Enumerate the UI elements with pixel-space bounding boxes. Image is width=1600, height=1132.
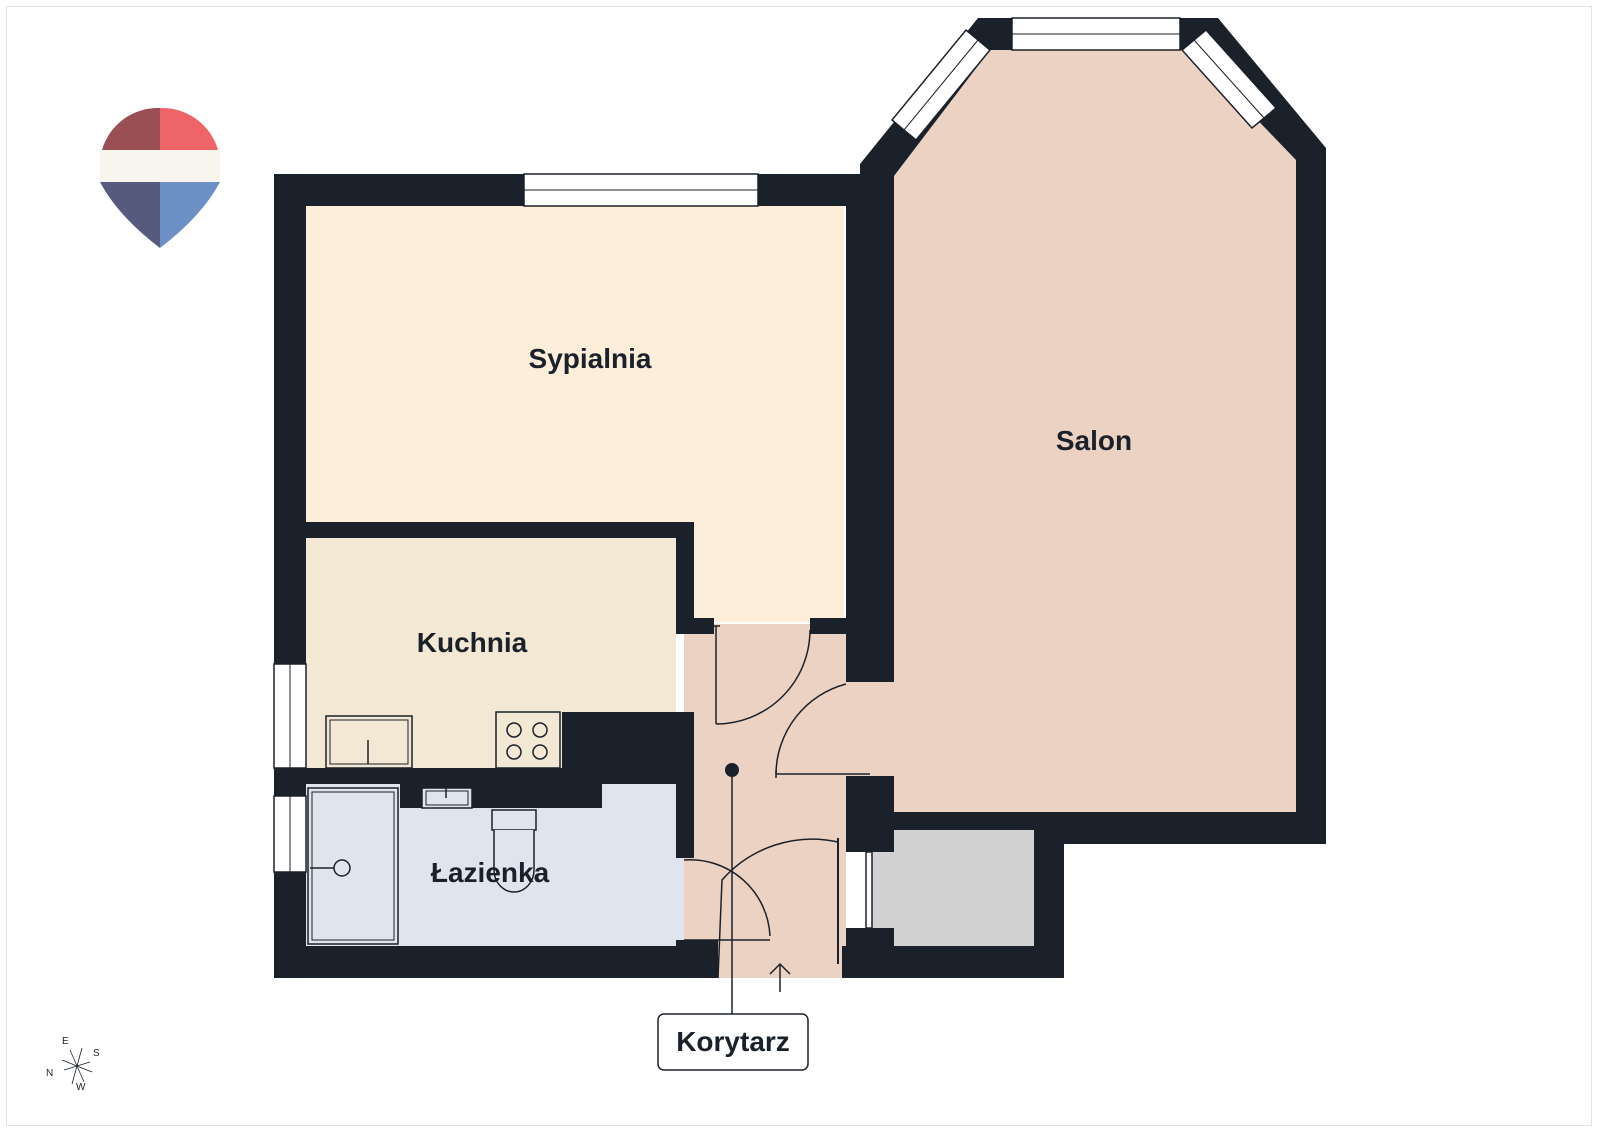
entrance-arrow-icon <box>769 962 791 992</box>
corridor-door-gap <box>846 680 896 776</box>
logo-quadrant-top-right <box>160 107 218 150</box>
corridor-floor <box>684 624 846 978</box>
door-balcony <box>865 851 873 929</box>
bathroom-fixtures <box>307 784 537 945</box>
bathroom-sink <box>421 787 473 809</box>
logo-quadrant-top-left <box>102 107 160 150</box>
wall-kitchen-right <box>676 522 694 632</box>
living-room-floor <box>894 50 1296 812</box>
bedroom-alcove-floor <box>690 520 844 622</box>
wall-stub-bedroom-corridor-right <box>810 618 846 634</box>
doors <box>683 625 873 979</box>
compass-icon: E S N W <box>46 1036 100 1093</box>
wall-stub-bedroom-corridor-left <box>676 618 714 634</box>
page-frame <box>6 6 1592 1126</box>
wall-bedroom-kitchen <box>306 522 694 538</box>
wall-salon-bottom-left <box>894 812 1034 830</box>
door-entrance <box>717 838 839 979</box>
door-bathroom <box>683 859 771 941</box>
compass-e: E <box>62 1036 69 1047</box>
kitchen-sink <box>325 715 413 769</box>
wall-center-upper <box>846 174 894 682</box>
windows <box>273 17 1181 873</box>
wall-center-balcony-bottom <box>846 928 894 978</box>
compass-n: N <box>46 1068 53 1079</box>
balcony-floor <box>870 830 1034 946</box>
wall-salon-bottom <box>1034 812 1326 844</box>
windows-bay-diagonal <box>890 28 1278 142</box>
wall-balcony-right <box>1034 812 1064 978</box>
door-salon <box>775 683 870 775</box>
wall-bottom-outer-left <box>274 946 718 978</box>
bathtub <box>307 787 399 945</box>
kitchen-fixtures <box>325 711 561 769</box>
kitchen-stove <box>495 711 561 769</box>
compass-w: W <box>76 1082 86 1093</box>
wall-bathroom-right-top <box>676 784 694 858</box>
logo-quadrant-bottom-right <box>160 182 220 248</box>
room-label-bathroom: Łazienka <box>431 857 550 888</box>
room-label-kitchen: Kuchnia <box>417 627 528 658</box>
wall-salon-right <box>1296 148 1326 844</box>
wall-center-balcony-top <box>846 830 870 852</box>
corridor-label-box <box>657 1013 809 1071</box>
logo-balloon-icon <box>100 107 220 248</box>
wall-bathroom-right-bottom <box>676 940 718 978</box>
compass-s: S <box>93 1048 100 1059</box>
room-label-bedroom: Sypialnia <box>529 343 652 374</box>
corridor-callout: Korytarz <box>657 763 809 1071</box>
logo-quadrant-bottom-left <box>100 182 160 248</box>
room-label-living: Salon <box>1056 425 1132 456</box>
toilet <box>491 809 537 831</box>
door-bedroom <box>715 626 811 725</box>
logo-band <box>100 150 220 182</box>
room-label-corridor: Korytarz <box>676 1026 790 1057</box>
bedroom-floor <box>306 204 844 522</box>
